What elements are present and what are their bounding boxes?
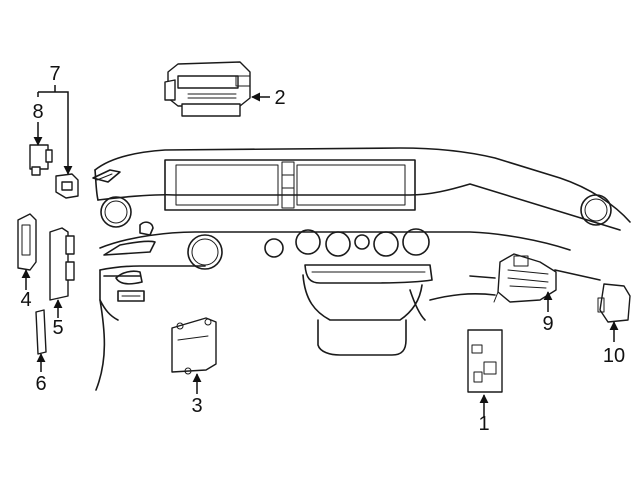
callout-1: 1	[478, 413, 489, 435]
part-5-module	[49, 227, 75, 301]
part-7-bracket	[55, 173, 79, 199]
callout-10: 10	[603, 345, 625, 367]
callout-5: 5	[52, 317, 63, 339]
part-1-control-module	[467, 329, 503, 393]
callout-9: 9	[542, 313, 553, 335]
callout-labels: 1 2 3 4 5 6 7 8 9 10	[20, 63, 625, 435]
leader-lines	[21, 85, 619, 418]
callout-2: 2	[274, 87, 285, 109]
part-6-antenna	[35, 309, 47, 355]
part-8-sensor	[29, 144, 53, 176]
dashboard-illustration	[92, 147, 631, 391]
part-3-control-unit	[171, 317, 217, 375]
part-10-relay	[597, 283, 631, 323]
callout-4: 4	[20, 289, 31, 311]
callout-8: 8	[32, 101, 43, 123]
callout-6: 6	[35, 373, 46, 395]
part-9-fuse-box	[493, 253, 557, 303]
part-2-control-module	[164, 61, 251, 117]
callout-3: 3	[191, 395, 202, 417]
part-4-module	[17, 213, 37, 271]
callout-7: 7	[49, 63, 60, 85]
